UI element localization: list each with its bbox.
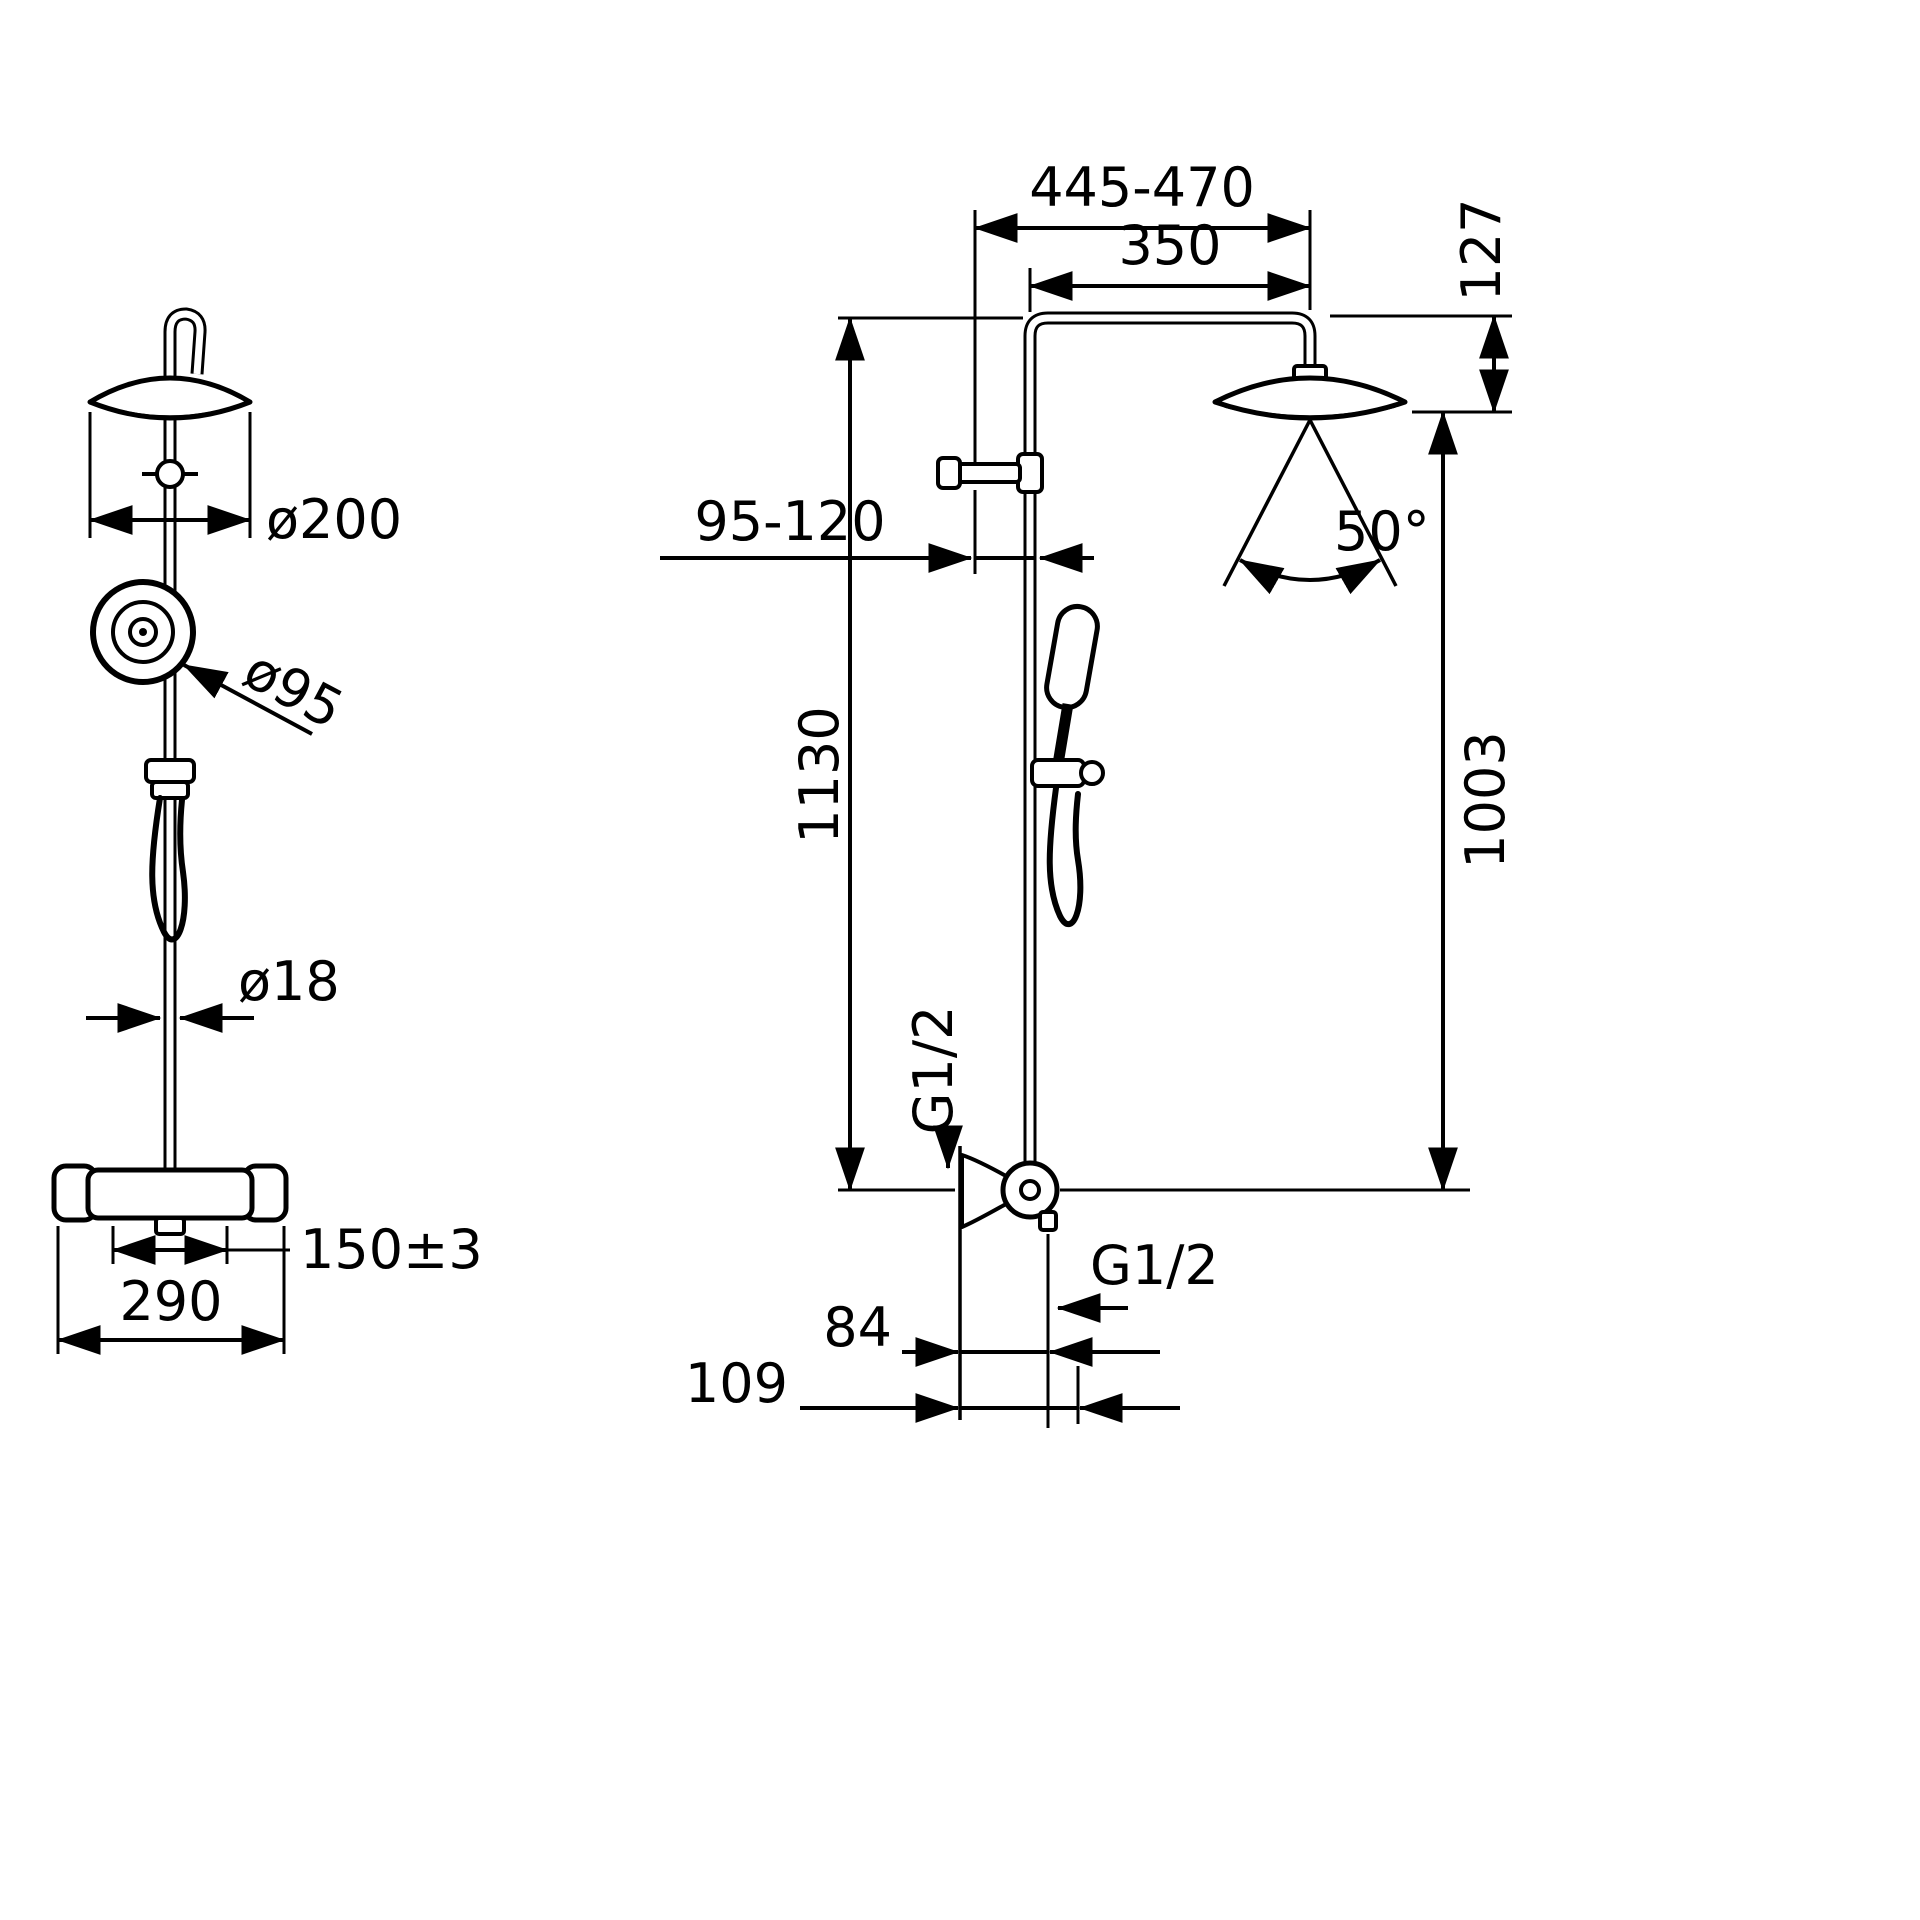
arm-length-label: 350 <box>1118 214 1221 277</box>
front-pipe-connector <box>155 459 185 489</box>
dim-pipe-diameter: ø18 <box>86 950 340 1033</box>
front-slider-bracket <box>144 758 196 784</box>
front-riser-pipe <box>163 307 207 1180</box>
spray-cone: 50° <box>1222 419 1430 595</box>
front-hand-shower <box>90 579 196 685</box>
inlet-thread-label: G1/2 <box>902 1006 965 1135</box>
dim-valve-width: 290 <box>56 1226 286 1355</box>
front-hose <box>149 795 188 943</box>
side-valve <box>958 1146 1060 1420</box>
hose-offset-label: 109 <box>685 1352 788 1415</box>
head-drop-label: 127 <box>1450 198 1513 301</box>
dim-hose-offset: 109 <box>685 1352 1180 1424</box>
dim-head-height: 1003 <box>1060 410 1517 1192</box>
dim-outlet-offset: 84 <box>823 1296 1160 1367</box>
dim-column-height: 1130 <box>788 316 1023 1192</box>
outlet-thread-label: G1/2 <box>1090 1234 1219 1297</box>
dim-inlet-spacing: 150±3 <box>111 1218 483 1281</box>
side-view: 50° 445-470 350 <box>660 156 1517 1428</box>
spray-angle-label: 50° <box>1334 500 1430 563</box>
wall-distance-label: 95-120 <box>694 490 885 553</box>
side-hand-shower <box>1030 603 1105 927</box>
side-riser-pipe <box>1023 311 1317 1184</box>
pipe-diameter-label: ø18 <box>238 950 340 1013</box>
column-height-label: 1130 <box>788 706 851 843</box>
dim-head-drop: 127 <box>1330 198 1513 414</box>
front-shower-head <box>87 375 253 421</box>
front-mixer-valve <box>51 1163 289 1236</box>
dim-reach-range: 445-470 <box>973 156 1312 462</box>
valve-width-label: 290 <box>119 1270 222 1333</box>
dim-hand-shower-diameter: ø95 <box>182 638 353 741</box>
inlet-spacing-label: 150±3 <box>300 1218 483 1281</box>
head-diameter-label: ø200 <box>266 488 402 551</box>
side-hose <box>1046 785 1084 927</box>
dim-outlet-thread: G1/2 <box>1046 1234 1219 1428</box>
reach-range-label: 445-470 <box>1029 156 1255 219</box>
outlet-offset-label: 84 <box>823 1296 892 1359</box>
head-height-label: 1003 <box>1454 731 1517 868</box>
front-view: ø200 ø95 ø18 <box>51 307 483 1355</box>
wall-bracket <box>936 452 1044 494</box>
dim-arm-length: 350 <box>1028 214 1312 312</box>
dim-inlet-thread: G1/2 <box>902 1006 965 1170</box>
dim-head-diameter: ø200 <box>88 412 402 551</box>
